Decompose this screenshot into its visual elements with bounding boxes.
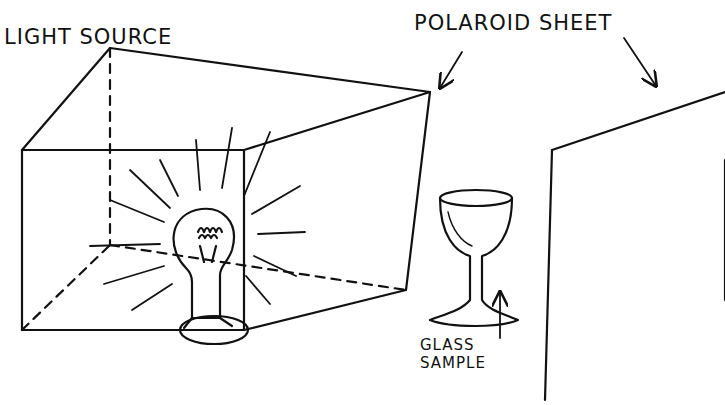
label-text: LIGHT SOURCE (4, 26, 244, 48)
label-text: POLAROID SHEET (414, 12, 714, 34)
light-bulb (174, 209, 248, 344)
light-rays (90, 128, 305, 310)
polaroid-sheet (545, 92, 725, 400)
leader-arrow (440, 38, 656, 338)
glass-goblet (430, 190, 518, 326)
label-text: GLASS SAMPLE (420, 336, 510, 372)
light-box (22, 48, 430, 330)
